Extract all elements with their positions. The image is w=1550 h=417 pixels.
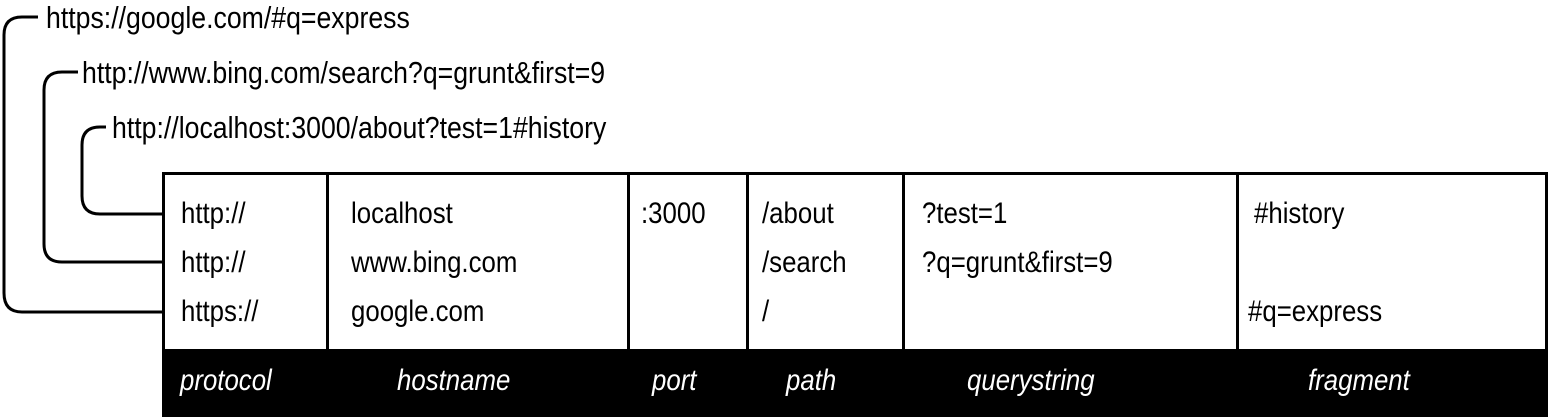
label-hostname: hostname	[397, 364, 511, 397]
divider-path-querystring	[902, 172, 905, 417]
protocol-cell: https://	[181, 295, 259, 328]
protocol-cell: http://	[181, 246, 246, 279]
querystring-cell: ?test=1	[922, 197, 1008, 230]
connector-google	[2, 15, 162, 314]
path-cell: /about	[762, 197, 834, 230]
url-localhost: http://localhost:3000/about?test=1#histo…	[112, 110, 607, 145]
fragment-cell: #q=express	[1248, 295, 1383, 328]
path-cell: /search	[762, 246, 847, 279]
divider-hostname-port	[627, 172, 630, 417]
divider-port-path	[746, 172, 749, 417]
column-label-band	[162, 349, 1548, 417]
url-bing: http://www.bing.com/search?q=grunt&first…	[82, 55, 606, 90]
fragment-cell: #history	[1254, 197, 1345, 230]
querystring-cell: ?q=grunt&first=9	[922, 246, 1113, 279]
label-path: path	[786, 364, 837, 397]
port-cell: :3000	[641, 197, 706, 230]
divider-querystring-fragment	[1236, 172, 1239, 417]
label-fragment: fragment	[1308, 364, 1410, 397]
protocol-cell: http://	[181, 197, 246, 230]
hostname-cell: www.bing.com	[351, 246, 518, 279]
hostname-cell: localhost	[351, 197, 453, 230]
label-querystring: querystring	[967, 364, 1095, 397]
connector-localhost	[80, 125, 162, 216]
label-port: port	[652, 364, 697, 397]
url-google: https://google.com/#q=express	[46, 0, 410, 35]
hostname-cell: google.com	[351, 295, 485, 328]
path-cell: /	[762, 295, 770, 328]
divider-protocol-hostname	[326, 172, 329, 417]
connector-bing	[42, 70, 162, 264]
label-protocol: protocol	[180, 364, 272, 397]
